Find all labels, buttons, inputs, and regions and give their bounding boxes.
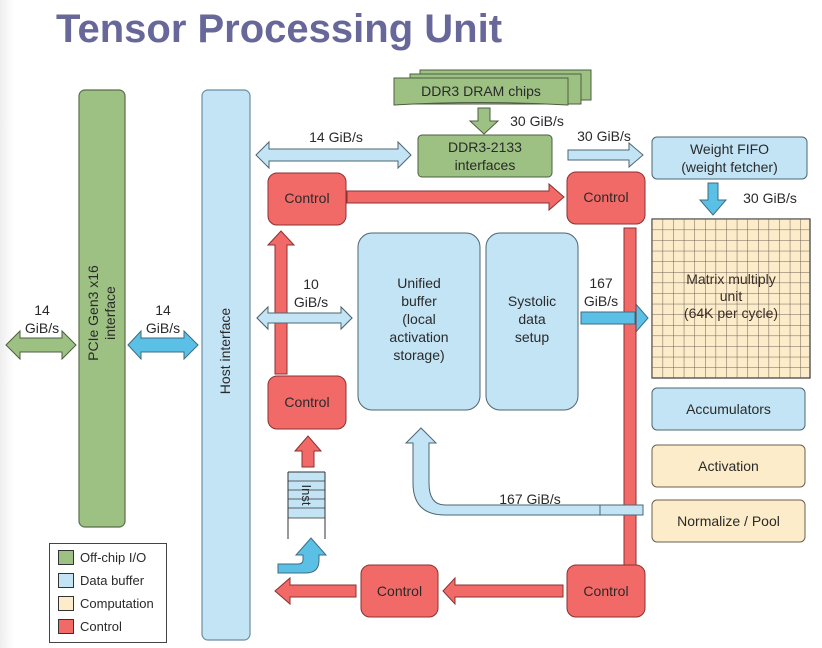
control-left-up-arrow bbox=[266, 230, 296, 375]
weight-fifo-line2: (weight fetcher) bbox=[681, 159, 778, 175]
matrix-line1: Matrix multiply bbox=[686, 271, 776, 287]
ddr3-chips-label: DDR3 DRAM chips bbox=[421, 83, 541, 99]
control-bottom-mid-to-host-arrow bbox=[274, 576, 357, 606]
ub-line2: buffer bbox=[401, 293, 437, 309]
activation-label: Activation bbox=[698, 458, 759, 474]
bw-external-unit: GiB/s bbox=[24, 320, 60, 336]
ddr3-interfaces-line1: DDR3-2133 bbox=[448, 139, 522, 155]
bw-external-value: 14 bbox=[34, 302, 50, 318]
control-block-top-right[interactable] bbox=[566, 171, 646, 225]
ub-line3: (local bbox=[402, 311, 436, 327]
ddr-fifo-arrow bbox=[567, 141, 644, 169]
weight-fifo-label: Weight FIFO (weight fetcher) bbox=[652, 140, 807, 176]
ub-line1: Unified bbox=[397, 275, 441, 291]
legend-swatch-computation bbox=[58, 596, 74, 611]
systolic-line2: data bbox=[518, 311, 546, 327]
matrix-line3: (64K per cycle) bbox=[683, 305, 779, 321]
pcie-host-arrow bbox=[127, 329, 199, 361]
control-top-arrow bbox=[346, 182, 565, 212]
unified-buffer-label: Unified buffer (local activation storage… bbox=[358, 274, 480, 364]
host-ddr-arrow bbox=[255, 140, 412, 170]
legend-swatch-control bbox=[58, 619, 74, 634]
normalize-pool-label: Normalize / Pool bbox=[677, 513, 780, 529]
legend-label-control: Control bbox=[80, 619, 122, 634]
legend: Off-chip I/O Data buffer Computation Con… bbox=[49, 543, 167, 643]
control-label-top-right: Control bbox=[583, 189, 629, 205]
systolic-line3: setup bbox=[514, 329, 550, 345]
instruction-queue bbox=[287, 471, 326, 539]
host-ub-arrow-overlap bbox=[256, 305, 353, 331]
systolic-label: Systolic data setup bbox=[486, 292, 578, 346]
control-label-bottom-mid: Control bbox=[376, 583, 423, 599]
inst-label: Inst bbox=[299, 484, 314, 506]
ub-line4: activation bbox=[389, 329, 449, 345]
matrix-unit-label: Matrix multiply unit (64K per cycle) bbox=[652, 271, 810, 322]
control-label-top-left: Control bbox=[284, 190, 330, 206]
accumulators-block bbox=[651, 387, 806, 431]
systolic-line1: Systolic bbox=[507, 293, 557, 309]
host-interface-label: Host interface bbox=[217, 291, 235, 411]
pcie-interface-block bbox=[78, 89, 126, 528]
activation-block bbox=[651, 444, 806, 488]
inst-to-control-arrow bbox=[293, 435, 323, 468]
control-block-bottom-right[interactable] bbox=[566, 564, 646, 618]
matrix-line2: unit bbox=[719, 288, 743, 304]
control-block-top-left[interactable] bbox=[267, 172, 347, 226]
control-label-bottom-right: Control bbox=[583, 583, 629, 599]
control-label-mid-left: Control bbox=[284, 394, 330, 410]
bw-systolic-unit: GiB/s bbox=[583, 293, 619, 309]
accumulators-label: Accumulators bbox=[686, 401, 771, 417]
pool-ub-arrow-overlap bbox=[599, 504, 644, 516]
ub-line5: storage) bbox=[393, 347, 445, 363]
unified-buffer-block bbox=[357, 232, 481, 411]
bw-host-ub: 10 GiB/s bbox=[288, 275, 334, 311]
bw-iface-fifo: 30 GiB/s bbox=[577, 128, 631, 144]
legend-label-computation: Computation bbox=[80, 596, 154, 611]
weight-fifo-block bbox=[651, 136, 808, 180]
bw-pcie-host-unit: GiB/s bbox=[145, 320, 181, 336]
control-bottom-right-to-mid-arrow bbox=[442, 576, 564, 606]
matrix-grid bbox=[652, 219, 810, 378]
weight-fifo-line1: Weight FIFO bbox=[689, 141, 770, 157]
bw-dram-iface: 30 GiB/s bbox=[510, 113, 564, 129]
normalize-pool-block bbox=[651, 499, 806, 543]
legend-label-off-chip-io: Off-chip I/O bbox=[80, 550, 147, 565]
legend-swatch-data-buffer bbox=[58, 573, 74, 588]
host-to-inst-arrow bbox=[277, 537, 328, 574]
ddr3-interfaces-block bbox=[417, 134, 553, 178]
ddr3-interfaces-label: DDR3-2133 interfaces bbox=[418, 138, 552, 174]
bw-pcie-host: 14 GiB/s bbox=[141, 301, 185, 337]
dram-down-arrow bbox=[468, 107, 500, 135]
host-interface-block bbox=[201, 89, 251, 641]
systolic-matrix-arrow-overlap bbox=[580, 311, 636, 325]
bw-systolic-matrix: 167 GiB/s bbox=[578, 274, 624, 310]
page-title: Tensor Processing Unit bbox=[56, 7, 503, 51]
dram-chip-front bbox=[393, 77, 569, 106]
pcie-label-line1: PCIe Gen3 x16 bbox=[85, 265, 101, 361]
control-block-bottom-mid[interactable] bbox=[360, 564, 439, 618]
ddr3-interfaces-line2: interfaces bbox=[454, 157, 516, 173]
pcie-interface-label: PCIe Gen3 x16 interface bbox=[85, 243, 119, 383]
legend-swatch-off-chip-io bbox=[58, 550, 74, 565]
bw-fifo-matrix: 30 GiB/s bbox=[743, 190, 797, 206]
bw-host-ddr: 14 GiB/s bbox=[309, 129, 363, 145]
fifo-matrix-arrow bbox=[698, 182, 728, 216]
bw-external: 14 GiB/s bbox=[20, 301, 64, 337]
bw-systolic-value: 167 bbox=[589, 275, 613, 291]
host-interface-text: Host interface bbox=[217, 307, 233, 395]
slide-edge-shade bbox=[0, 0, 14, 648]
bw-host-ub-value: 10 bbox=[303, 276, 319, 292]
bw-pcie-host-value: 14 bbox=[155, 302, 171, 318]
legend-label-data-buffer: Data buffer bbox=[80, 573, 145, 588]
control-block-mid-left[interactable] bbox=[267, 375, 347, 430]
pcie-label-line2: interface bbox=[102, 286, 118, 340]
bw-host-ub-unit: GiB/s bbox=[293, 294, 329, 310]
control-vertical-bus-right bbox=[623, 227, 637, 569]
external-io-arrow bbox=[5, 329, 77, 361]
bw-pool-ub: 167 GiB/s bbox=[499, 491, 561, 507]
systolic-data-setup-block bbox=[485, 232, 579, 411]
